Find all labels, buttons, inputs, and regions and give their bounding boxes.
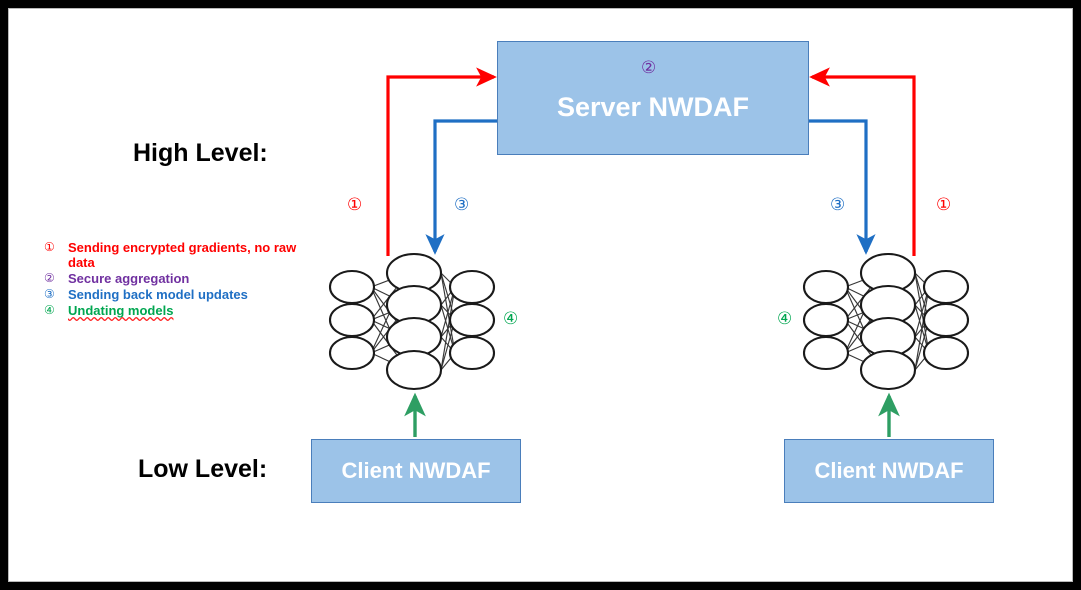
step-marker-3-left: ③ xyxy=(454,195,470,215)
server-nwdaf-box[interactable]: Server NWDAF xyxy=(497,41,809,155)
step-marker-2: ② xyxy=(641,58,657,78)
client-nwdaf-box-left[interactable]: Client NWDAF xyxy=(311,439,521,503)
step-marker-4-left: ④ xyxy=(503,309,519,329)
legend-num-1: ① xyxy=(44,240,55,254)
client-nwdaf-box-right[interactable]: Client NWDAF xyxy=(784,439,994,503)
flow-1-left xyxy=(386,67,497,256)
legend-num-2: ② xyxy=(44,271,55,285)
step-marker-1-left: ① xyxy=(347,195,363,215)
legend-text-3: Sending back model updates xyxy=(68,287,248,302)
legend-text-4: Undating models xyxy=(68,303,174,318)
legend: ① Sending encrypted gradients, no raw da… xyxy=(44,240,314,319)
step-marker-1-right: ① xyxy=(936,195,952,215)
high-level-label: High Level: xyxy=(133,139,268,167)
step-marker-3-right: ③ xyxy=(830,195,846,215)
legend-text-1: Sending encrypted gradients, no raw data xyxy=(68,240,297,270)
legend-num-3: ③ xyxy=(44,287,55,301)
legend-item: ① Sending encrypted gradients, no raw da… xyxy=(44,240,314,270)
flow-3-right xyxy=(809,119,876,255)
neural-network-right xyxy=(802,252,970,391)
legend-item: ④ Undating models xyxy=(44,303,314,318)
client-nwdaf-label-right: Client NWDAF xyxy=(814,458,964,483)
low-level-label: Low Level: xyxy=(138,455,268,483)
legend-item: ② Secure aggregation xyxy=(44,271,314,286)
legend-text-2: Secure aggregation xyxy=(68,271,190,286)
neural-network-left xyxy=(328,252,496,391)
step-marker-4-right: ④ xyxy=(777,309,793,329)
server-nwdaf-label: Server NWDAF xyxy=(556,91,750,122)
flow-1-right xyxy=(809,67,916,256)
legend-item: ③ Sending back model updates xyxy=(44,287,314,302)
flow-3-left xyxy=(425,119,497,255)
legend-num-4: ④ xyxy=(44,303,55,317)
client-nwdaf-label-left: Client NWDAF xyxy=(341,458,491,483)
